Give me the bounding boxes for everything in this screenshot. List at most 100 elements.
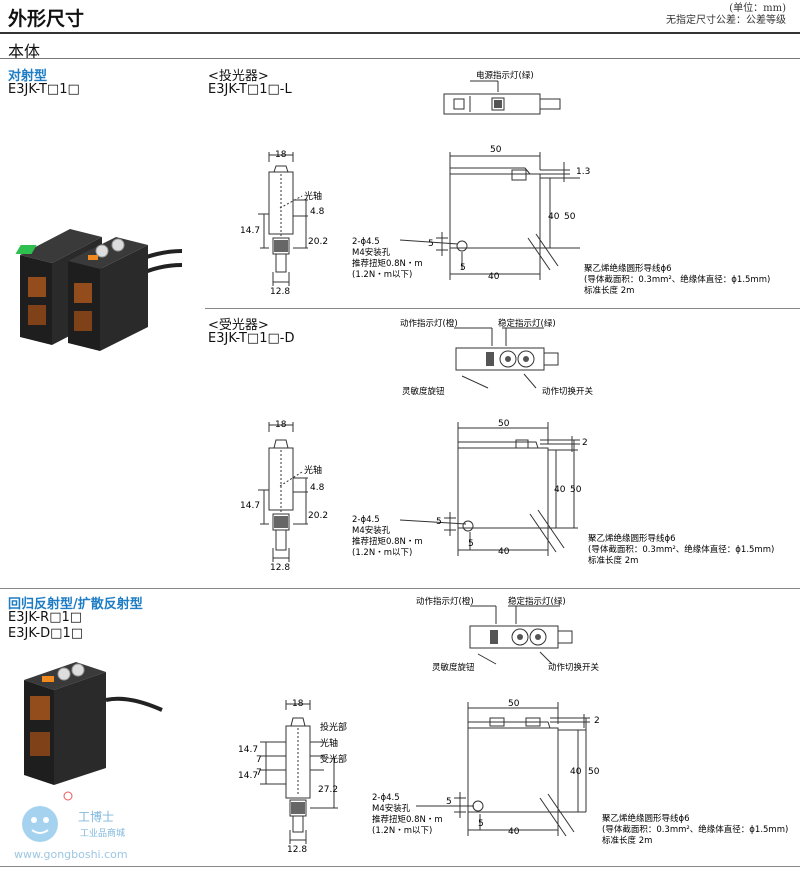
category-thru-beam: 对射型	[8, 69, 48, 84]
hole-spec-1: 2-ϕ4.5	[352, 237, 380, 247]
section-title: 本体	[8, 42, 41, 61]
dim-40-w: 40	[488, 272, 500, 282]
tolerance-line: 无指定尺寸公差：公差等级	[666, 15, 786, 26]
label-optical-axis: 光轴	[304, 464, 322, 476]
dim-5-v: 5	[446, 797, 452, 807]
cable-spec-2: (导体截面积：0.3mm²、绝缘体直径：ϕ1.5mm)	[584, 274, 770, 285]
receiver-front-view: 50 2 40 50 5 5 40 2-ϕ4.5 M4安装孔 推荐扭矩0.8N・…	[352, 419, 774, 566]
model-diffuse: E3JK-D□1□	[8, 626, 84, 641]
emitter-side-view: 18 光轴 4.8 14.7 20.2 12.8	[240, 150, 328, 297]
label-op-indicator: 动作指示灯(橙)	[400, 318, 458, 329]
watermark-subtitle: 工业品商城	[80, 829, 126, 839]
cable-spec-3: 标准长度 2m	[584, 285, 634, 296]
dim-7-b: 7	[256, 768, 262, 778]
dim-50: 50	[498, 419, 510, 429]
dim-40-w: 40	[508, 827, 520, 837]
hole-spec-3: 推荐扭矩0.8N・m	[372, 814, 443, 825]
label-emitter-part: 投光部	[320, 721, 347, 733]
dim-7-a: 7	[256, 755, 262, 765]
section-divider	[0, 588, 800, 589]
dim-4-8: 4.8	[310, 207, 325, 217]
cable-spec-2: (导体截面积：0.3mm²、绝缘体直径：ϕ1.5mm)	[602, 824, 788, 835]
hole-spec-1: 2-ϕ4.5	[352, 515, 380, 525]
label-stable-indicator: 稳定指示灯(绿)	[508, 596, 566, 607]
emitter-top-view: 电源指示灯(绿)	[443, 70, 561, 115]
label-power-indicator: 电源指示灯(绿)	[476, 70, 534, 81]
hole-spec-2: M4安装孔	[352, 247, 391, 258]
hole-spec-2: M4安装孔	[352, 525, 391, 536]
watermark-logo	[22, 791, 73, 842]
model-retro: E3JK-R□1□	[8, 610, 83, 625]
receiver-label: <受光器>	[208, 318, 269, 333]
thru-beam-sensor-photo	[10, 215, 185, 360]
dim-5-v: 5	[436, 517, 442, 527]
unit-note: (单位：mm) 无指定尺寸公差：公差等级	[666, 3, 786, 27]
cable-spec-2: (导体截面积：0.3mm²、绝缘体直径：ϕ1.5mm)	[588, 544, 774, 555]
hole-spec-2: M4安装孔	[372, 803, 411, 814]
cable-spec-1: 聚乙烯绝缘圆形导线ϕ6	[588, 533, 676, 544]
dim-12-8: 12.8	[287, 845, 307, 854]
dim-width: 18	[275, 150, 287, 160]
hole-spec-4: (1.2N・m以下)	[352, 548, 412, 558]
hole-spec-4: (1.2N・m以下)	[372, 826, 432, 836]
receiver-top-view: 动作指示灯(橙) 稳定指示灯(绿) 灵敏度旋钮 动作切换开关	[400, 318, 594, 397]
cable-spec-3: 标准长度 2m	[588, 555, 638, 566]
dim-14-7-a: 14.7	[238, 745, 258, 755]
cable-spec-3: 标准长度 2m	[602, 835, 652, 846]
dim-50: 50	[508, 699, 520, 709]
cable-spec-1: 聚乙烯绝缘圆形导线ϕ6	[584, 263, 672, 274]
hole-spec-3: 推荐扭矩0.8N・m	[352, 258, 423, 269]
dim-5-h: 5	[460, 263, 466, 273]
label-sensitivity-knob: 灵敏度旋钮	[402, 386, 445, 397]
label-receiver-part: 受光部	[320, 753, 347, 765]
dim-2: 2	[594, 716, 600, 726]
dim-50-h: 50	[570, 485, 582, 495]
dim-4-8: 4.8	[310, 483, 325, 493]
receiver-side-view: 18 光轴 4.8 14.7 20.2 12.8	[240, 420, 328, 573]
dim-5-h: 5	[478, 819, 484, 829]
emitter-label: <投光器>	[208, 69, 269, 84]
bottom-rule	[0, 866, 800, 867]
hole-spec-1: 2-ϕ4.5	[372, 793, 400, 803]
hole-spec-4: (1.2N・m以下)	[352, 270, 412, 280]
receiver-model: E3JK-T□1□-D	[208, 331, 295, 346]
label-stable-indicator: 稳定指示灯(绿)	[498, 318, 556, 329]
unit-line: (单位：mm)	[729, 3, 786, 14]
dim-14-7: 14.7	[240, 501, 260, 511]
hole-spec-3: 推荐扭矩0.8N・m	[352, 536, 423, 547]
label-mode-switch: 动作切换开关	[542, 386, 594, 397]
dim-14-7-b: 14.7	[238, 771, 258, 781]
watermark-url: www.gongboshi.com	[14, 848, 128, 861]
page-title: 外形尺寸	[8, 8, 85, 30]
model-thru-beam: E3JK-T□1□	[8, 82, 80, 97]
dim-40-h: 40	[554, 485, 566, 495]
dim-5-v: 5	[428, 239, 434, 249]
dim-width: 18	[275, 420, 287, 430]
label-op-indicator: 动作指示灯(橙)	[416, 596, 474, 607]
retro-sensor-photo	[14, 650, 164, 795]
watermark-brand: 工博士	[78, 810, 115, 824]
retro-top-view: 动作指示灯(橙) 稳定指示灯(绿) 灵敏度旋钮 动作切换开关	[416, 596, 600, 673]
dim-40-h: 40	[548, 212, 560, 222]
dim-20-2: 20.2	[308, 511, 328, 521]
category-retro: 回归反射型/扩散反射型	[8, 597, 143, 612]
dim-40-h: 40	[570, 767, 582, 777]
label-optical-axis: 光轴	[320, 737, 338, 749]
dim-40-w: 40	[498, 547, 510, 557]
divider-emitter-receiver	[205, 308, 800, 309]
dim-12-8: 12.8	[270, 287, 290, 297]
dim-width: 18	[292, 699, 304, 709]
emitter-front-view: 50 1.3 40 50 5 5 40 2-ϕ4.5 M4安装孔 推荐扭矩0.8…	[352, 145, 770, 296]
dim-27-2: 27.2	[318, 785, 338, 795]
retro-side-view: 18 投光部 光轴 受光部 14.7 7 7 14.7 27.2 12.8	[238, 699, 347, 854]
dim-2: 2	[582, 438, 588, 448]
dim-20-2: 20.2	[308, 237, 328, 247]
label-sensitivity-knob: 灵敏度旋钮	[432, 662, 475, 673]
dim-5-h: 5	[468, 539, 474, 549]
label-mode-switch: 动作切换开关	[548, 662, 600, 673]
section-rule	[0, 58, 800, 59]
cable-spec-1: 聚乙烯绝缘圆形导线ϕ6	[602, 813, 690, 824]
dim-50-h: 50	[588, 767, 600, 777]
emitter-model: E3JK-T□1□-L	[208, 82, 292, 97]
header-rule	[0, 32, 800, 34]
